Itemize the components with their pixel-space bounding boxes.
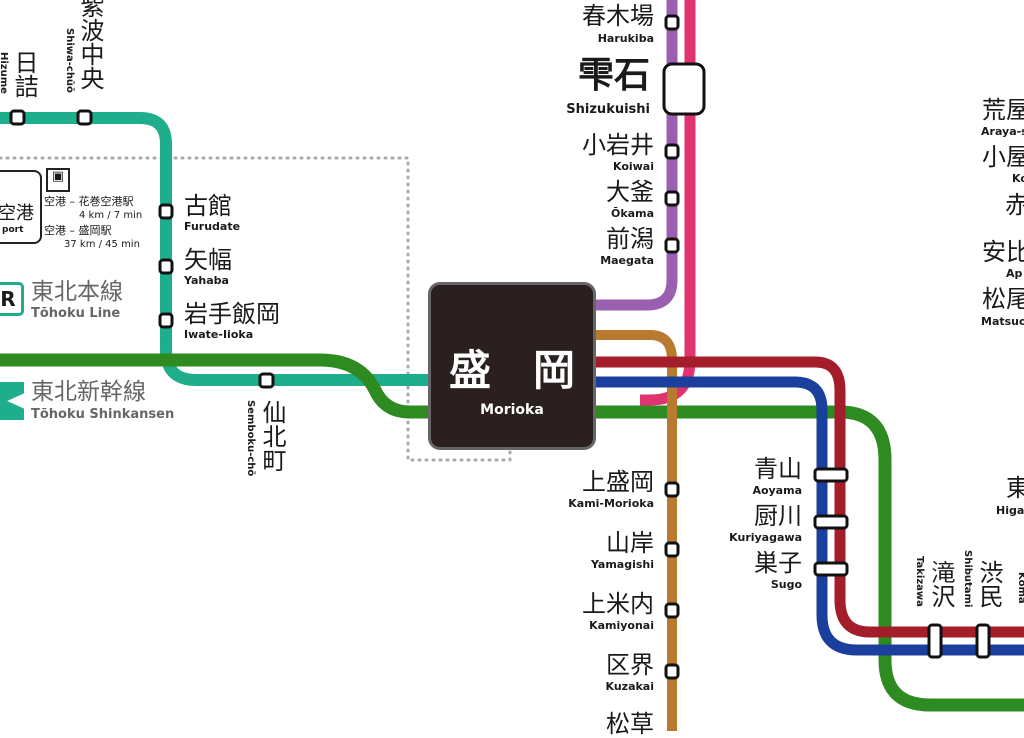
station-yahaba-jp: 矢幅	[184, 246, 232, 274]
airport-area-dotted-border	[0, 156, 512, 462]
station-marker	[158, 312, 174, 329]
station-takizawa-jp: 滝沢	[927, 560, 955, 608]
station-shibutami-en: Shibutami	[962, 550, 973, 608]
tohoku-line-en: Tōhoku Line	[31, 306, 121, 321]
station-marker	[9, 109, 26, 126]
station-marker	[158, 203, 174, 220]
station-kamimorioka-jp: 上盛岡	[582, 468, 654, 496]
station-marker	[664, 602, 680, 619]
station-koiwai-jp: 小岩井	[582, 131, 654, 159]
station-shibutami-jp: 渋民	[975, 560, 1003, 608]
blue-line	[594, 376, 1024, 656]
station-sembokucho-jp: 仙北町	[258, 400, 286, 472]
shinkansen-en: Tōhoku Shinkansen	[31, 407, 175, 422]
station-matsuo-jp: 松尾	[982, 285, 1024, 313]
station-sugo-en: Sugo	[770, 578, 802, 591]
jr-badge: R	[0, 282, 24, 316]
station-okama-en: Ōkama	[611, 207, 654, 220]
hub-name-jp: 盛 岡	[448, 346, 575, 395]
station-araya-en: Araya-s	[981, 125, 1024, 138]
station-marker	[813, 514, 849, 530]
station-harukiba-en: Harukiba	[597, 32, 654, 45]
station-appi-jp: 安比	[982, 238, 1024, 266]
purple-line	[594, 0, 678, 311]
station-marker	[813, 561, 849, 577]
station-okama-jp: 大釜	[606, 178, 654, 206]
tohoku-line-jp: 東北本線	[31, 279, 123, 305]
station-marker	[76, 109, 93, 126]
station-koya-en: Ko	[1012, 172, 1024, 185]
station-yahaba-en: Yahaba	[184, 274, 229, 287]
station-marker	[664, 14, 680, 31]
station-kamiyonai-jp: 上米内	[582, 590, 654, 618]
station-takizawa-en: Takizawa	[914, 556, 925, 607]
station-marker	[664, 541, 680, 558]
airport-dist-1: 4 km / 7 min	[79, 210, 143, 221]
station-marker	[258, 372, 275, 389]
station-kuriyagawa-jp: 厨川	[754, 502, 802, 530]
station-hizume-jp: 日詰	[10, 50, 38, 98]
station-marker	[664, 143, 680, 160]
tohoku-line	[0, 112, 430, 386]
airport-dist-2: 37 km / 45 min	[64, 239, 140, 250]
station-matsukusa-jp: 松草	[606, 710, 654, 738]
station-higashi-jp: 東	[1006, 474, 1024, 502]
station-araya-jp: 荒屋	[982, 96, 1024, 124]
station-furudate-en: Furudate	[184, 220, 241, 233]
station-koya-jp: 小屋	[982, 143, 1024, 171]
morioka-hub-station[interactable]: 盛 岡 Morioka	[428, 282, 596, 450]
station-kuriyagawa-en: Kuriyagawa	[729, 531, 802, 544]
airport-route-2: 空港 – 盛岡駅	[44, 224, 112, 237]
station-maegata-jp: 前潟	[606, 225, 654, 253]
station-iwate-jp: 岩手飯岡	[184, 300, 280, 328]
station-harukiba-jp: 春木場	[582, 2, 654, 30]
station-aoyama-en: Aoyama	[752, 484, 802, 497]
station-yamagishi-en: Yamagishi	[590, 558, 654, 571]
airport-box	[0, 170, 42, 244]
station-yamagishi-jp: 山岸	[606, 529, 654, 557]
red-line	[594, 356, 1024, 638]
station-kuzakai-jp: 区界	[606, 651, 654, 679]
station-shizukuishi-en: Shizukuishi	[566, 102, 650, 117]
station-marker	[158, 258, 174, 275]
station-higashi-en: Higa	[996, 504, 1024, 517]
station-sugo-jp: 巣子	[754, 549, 802, 577]
hub-name-en: Morioka	[480, 402, 544, 418]
station-hizume-en: Hizume	[0, 52, 9, 94]
airport-jp: 空港	[0, 203, 34, 224]
station-marker	[813, 467, 849, 483]
station-matsuo-en: Matsuo-	[981, 315, 1024, 328]
station-koma-en: Koma	[1016, 572, 1024, 604]
station-marker	[927, 623, 943, 659]
airport-en: port	[2, 225, 24, 235]
station-kamiyonai-en: Kamiyonai	[589, 619, 654, 632]
station-maegata-en: Maegata	[600, 254, 654, 267]
station-appi-en: Ap	[1006, 267, 1023, 280]
station-shiwa-jp: 紫波中央	[76, 0, 104, 90]
station-koiwai-en: Koiwai	[612, 160, 654, 173]
station-marker	[664, 663, 680, 680]
station-aoyama-jp: 青山	[754, 455, 802, 483]
station-kuzakai-en: Kuzakai	[605, 680, 655, 693]
bus-icon: ▣	[46, 168, 70, 192]
station-sembokucho-en: Semboku-chō	[245, 400, 256, 477]
station-marker	[975, 623, 991, 659]
station-shiwa-en: Shiwa-chūō	[64, 28, 75, 93]
airport-route-1: 空港 – 花巻空港駅	[44, 195, 134, 208]
station-shizukuishi-jp: 雫石	[577, 55, 650, 96]
station-aka-jp: 赤	[1005, 191, 1024, 219]
station-furudate-jp: 古館	[184, 192, 232, 220]
station-kamimorioka-en: Kami-Morioka	[568, 497, 654, 510]
station-marker	[664, 481, 680, 498]
station-marker	[664, 190, 680, 207]
station-iwate-en: Iwate-Iioka	[184, 328, 254, 341]
station-marker	[664, 237, 680, 254]
shinkansen-jp: 東北新幹線	[31, 379, 146, 405]
station-marker	[662, 62, 706, 116]
